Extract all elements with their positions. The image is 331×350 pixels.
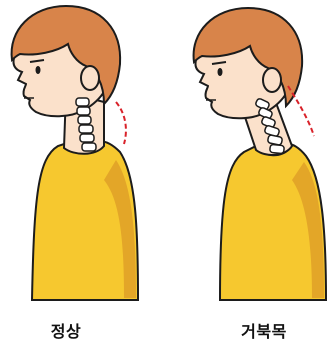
turtle-neck-figure <box>194 8 326 300</box>
vertebra <box>77 107 90 115</box>
vertebra <box>79 125 93 133</box>
turtle-neck-label: 거북목 <box>241 318 287 342</box>
neck-curve-marker <box>116 102 126 144</box>
neck-curve-marker <box>288 86 314 136</box>
ear <box>263 68 281 92</box>
eye <box>36 66 41 74</box>
shirt-body <box>32 141 138 300</box>
vertebra <box>270 144 285 153</box>
normal-posture-figure <box>12 6 138 300</box>
vertebra <box>82 143 96 151</box>
vertebra <box>80 134 94 142</box>
normal-posture-label: 정상 <box>51 318 81 342</box>
ear <box>81 66 99 90</box>
vertebra <box>76 98 89 106</box>
shirt-body <box>220 144 326 301</box>
vertebra <box>78 116 91 124</box>
eye <box>218 68 223 76</box>
